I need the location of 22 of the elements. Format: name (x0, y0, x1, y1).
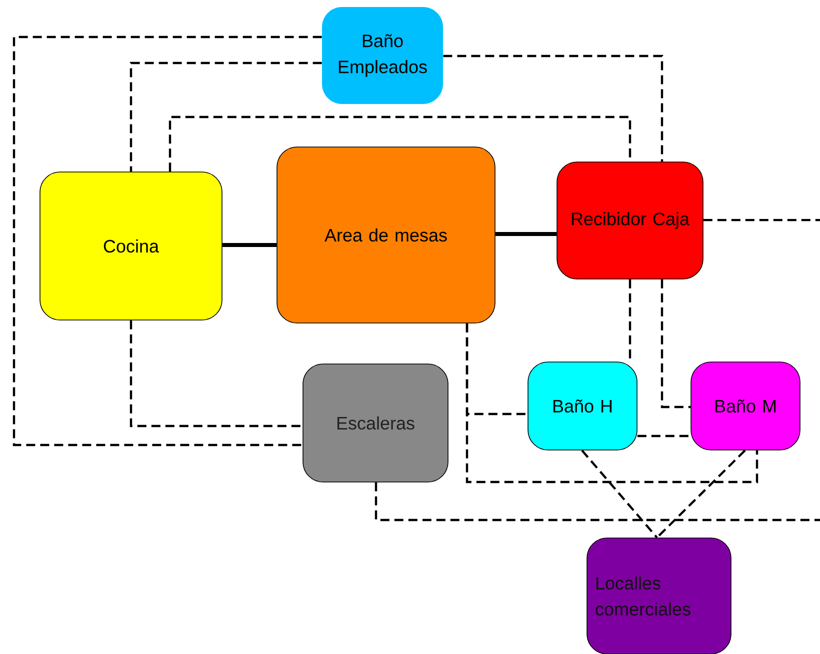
room-box: Baño Empleados (322, 7, 443, 104)
connector-line (12, 36, 322, 446)
connector-line (130, 320, 303, 428)
connector-line (495, 232, 557, 236)
connector-line (130, 62, 322, 172)
room-box: Area de mesas (276, 146, 496, 324)
room-box: Baño M (690, 362, 800, 450)
room-box: Localles comerciales (586, 538, 732, 654)
room-box: Baño H (528, 362, 638, 450)
room-box: Cocina (40, 172, 222, 320)
connector-line (374, 482, 820, 522)
connector-line (222, 243, 277, 247)
connector-line (660, 279, 691, 408)
connector-line (637, 434, 691, 438)
connector-line (703, 218, 820, 222)
connector-line (656, 450, 746, 538)
connector-line (168, 116, 632, 172)
connector-line (581, 450, 658, 538)
room-box: Escaleras (302, 364, 448, 482)
connector-line (466, 323, 758, 484)
connector-line (443, 54, 664, 162)
room-box: Recibidor Caja (556, 162, 704, 280)
